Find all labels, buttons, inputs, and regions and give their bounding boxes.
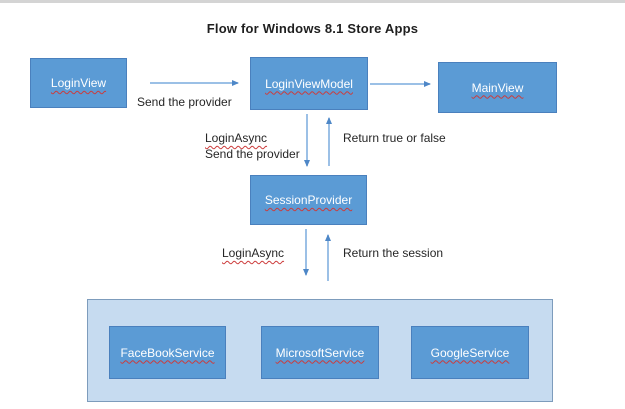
node-login-view: LoginView	[30, 58, 127, 108]
node-google-service: GoogleService	[411, 326, 529, 379]
diagram-title: Flow for Windows 8.1 Store Apps	[206, 21, 419, 36]
edge-label-send-the-provider-1: Send the provider	[137, 95, 232, 109]
node-microsoft-service-label: MicrosoftService	[275, 345, 365, 360]
top-border-strip	[0, 0, 625, 3]
edge-label-loginasync-1: LoginAsync	[205, 131, 268, 145]
node-session-provider: SessionProvider	[250, 175, 367, 225]
node-facebook-service-label: FaceBookService	[120, 345, 215, 360]
node-session-provider-label: SessionProvider	[264, 193, 353, 207]
node-main-view-label: MainView	[471, 80, 524, 95]
node-login-view-model-label: LoginViewModel	[265, 76, 353, 91]
services-group-container: FaceBookService MicrosoftService GoogleS…	[87, 299, 553, 402]
edge-label-send-the-provider-2: Send the provider	[205, 147, 300, 161]
edge-label-return-the-session: Return the session	[343, 246, 444, 260]
node-login-view-label: LoginView	[50, 76, 107, 90]
node-google-service-label: GoogleService	[430, 345, 510, 360]
node-main-view: MainView	[438, 62, 557, 113]
edge-label-return-true-or-false: Return true or false	[343, 131, 446, 145]
node-login-view-model: LoginViewModel	[250, 57, 368, 110]
edge-label-loginasync-2: LoginAsync	[222, 246, 285, 260]
node-facebook-service: FaceBookService	[109, 326, 226, 379]
node-microsoft-service: MicrosoftService	[261, 326, 379, 379]
